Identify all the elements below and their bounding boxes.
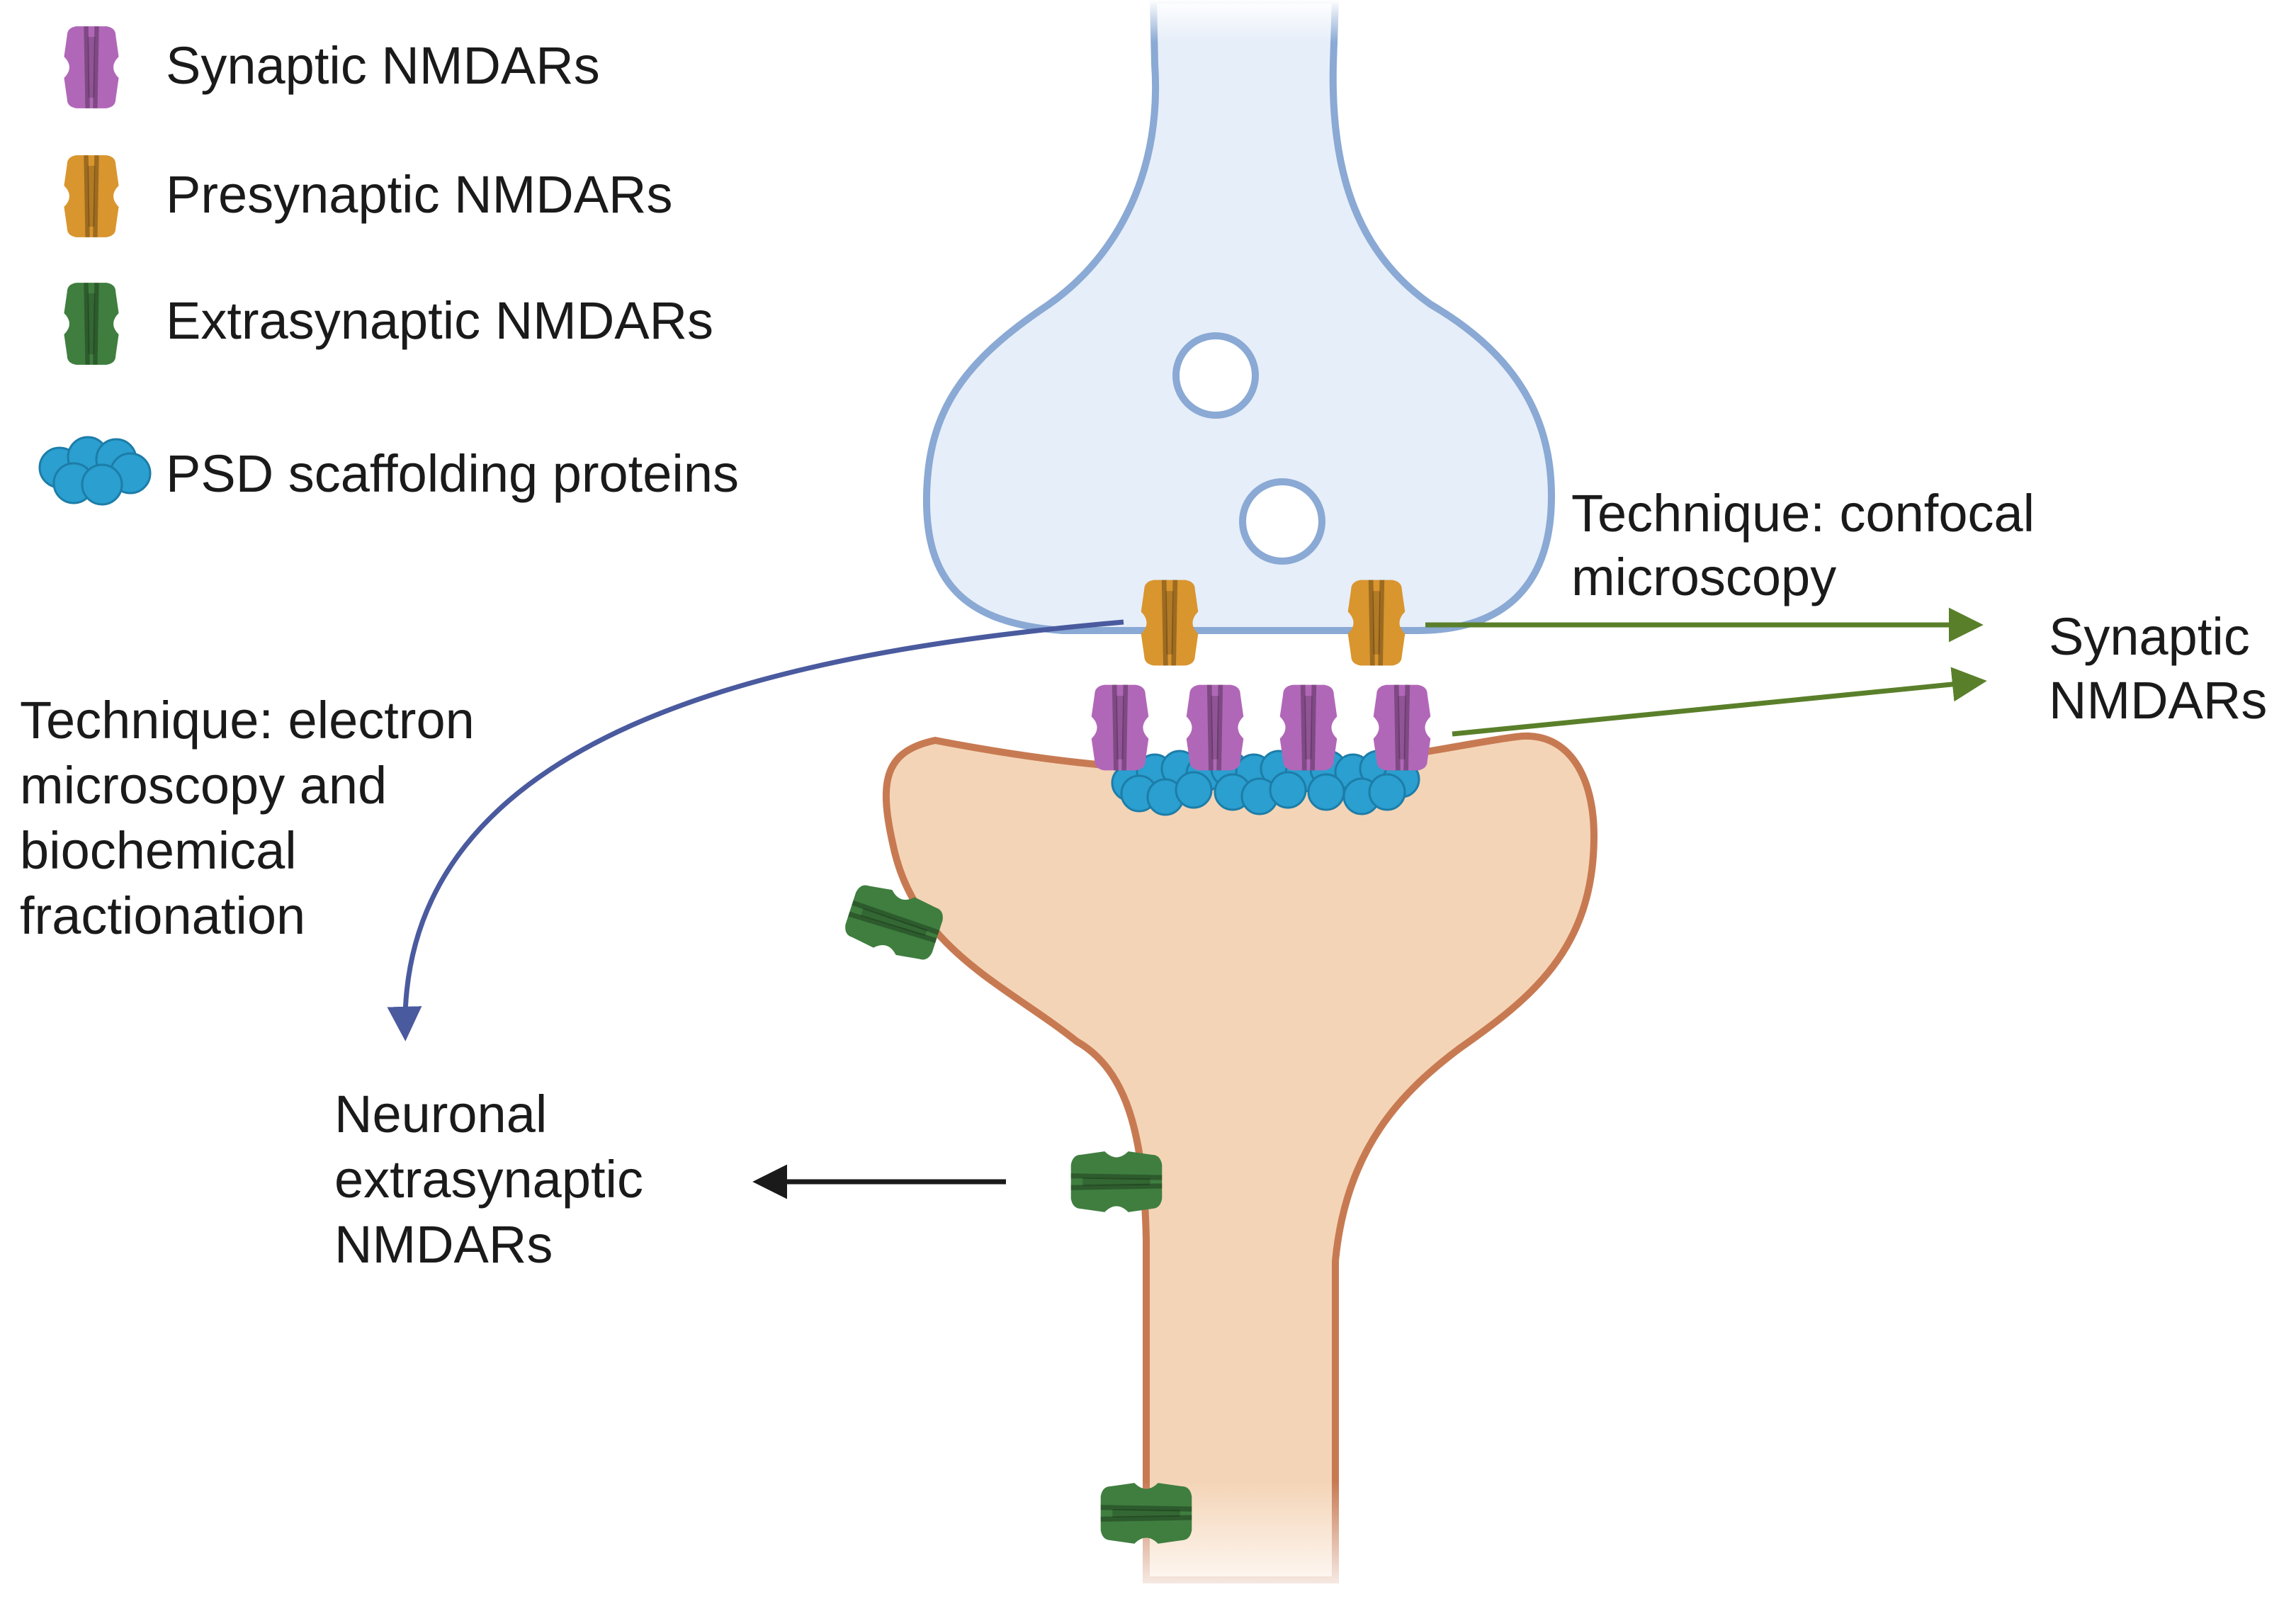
legend-label-extrasynaptic: Extrasynaptic NMDARs	[166, 291, 713, 350]
synaptic-receptor	[1187, 685, 1244, 771]
synaptic-receptor	[1374, 685, 1431, 771]
neuronal-text-line1: Neuronal	[334, 1085, 547, 1143]
em-arrow-curved	[387, 619, 1124, 1041]
green-receptor-icon	[64, 283, 118, 365]
em-text-line3: biochemical	[20, 821, 297, 880]
synaptic-vesicle	[1172, 332, 1259, 419]
legend-item-scaffold: PSD scaffolding proteins	[38, 436, 739, 506]
psd-scaffold-cluster	[1111, 750, 1420, 816]
em-annotation: Technique: electron microscopy and bioch…	[20, 691, 475, 945]
extrasynaptic-receptor	[1071, 1151, 1163, 1212]
purple-receptor-icon	[64, 26, 118, 108]
presynaptic-receptor	[1348, 580, 1406, 666]
confocal-text-line2: microscopy	[1571, 548, 1836, 606]
em-text-line4: fractionation	[20, 886, 305, 945]
synaptic-receptor	[1280, 685, 1338, 771]
legend: Synaptic NMDARs Presynaptic NMDARs Extra…	[38, 26, 739, 506]
blue-scaffold-icon	[38, 436, 152, 506]
confocal-arrow-to-synaptic	[1452, 667, 1987, 737]
confocal-annotation: Technique: confocal microscopy	[1571, 484, 2035, 606]
legend-label-scaffold: PSD scaffolding proteins	[166, 444, 739, 503]
legend-item-synaptic: Synaptic NMDARs	[64, 26, 600, 108]
synaptic-text-line1: Synaptic	[2049, 607, 2250, 666]
neuronal-extrasynaptic-annotation: Neuronal extrasynaptic NMDARs	[334, 1085, 643, 1274]
synaptic-text-line2: NMDARs	[2049, 671, 2267, 730]
confocal-text-line1: Technique: confocal	[1571, 484, 2035, 543]
legend-label-synaptic: Synaptic NMDARs	[166, 36, 600, 95]
em-text-line2: microscopy and	[20, 756, 387, 815]
legend-item-extrasynaptic: Extrasynaptic NMDARs	[64, 283, 713, 365]
synaptic-receptor	[1092, 685, 1149, 771]
em-text-line1: Technique: electron	[20, 691, 475, 750]
legend-item-presynaptic: Presynaptic NMDARs	[64, 155, 673, 237]
neuronal-text-line2: extrasynaptic	[334, 1150, 643, 1209]
neuronal-text-line3: NMDARs	[334, 1215, 553, 1274]
postsynaptic-spine	[882, 732, 1598, 1604]
legend-label-presynaptic: Presynaptic NMDARs	[166, 165, 673, 224]
presynaptic-receptor	[1141, 580, 1199, 666]
synaptic-nmdars-annotation: Synaptic NMDARs	[2049, 607, 2267, 730]
extrasynaptic-receptor	[1101, 1483, 1192, 1544]
synaptic-vesicle	[1239, 478, 1325, 565]
presynaptic-terminal	[922, 0, 1556, 634]
orange-receptor-icon	[64, 155, 118, 237]
